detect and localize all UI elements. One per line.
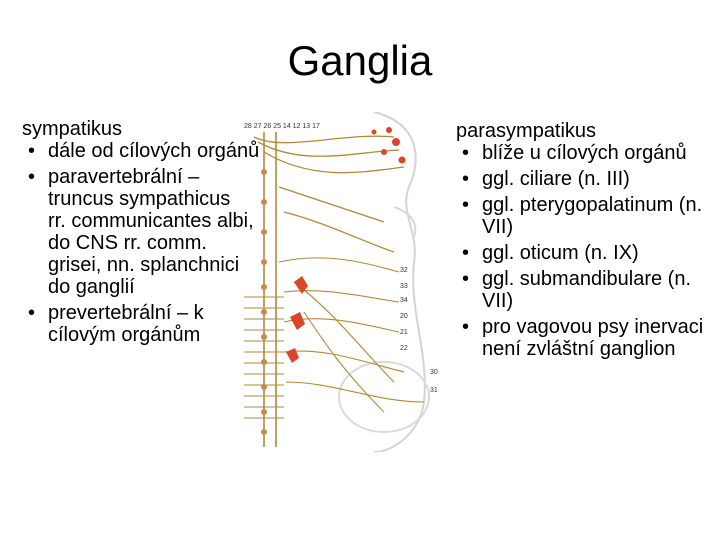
bullet-icon: • [462, 142, 470, 164]
list-item-text: ggl. submandibulare (n. VII) [482, 268, 692, 312]
prevertebral-ganglia [286, 276, 308, 363]
parasympathetic-heading: parasympatikus [456, 120, 597, 142]
svg-text:34: 34 [400, 297, 408, 304]
bullet-icon: • [28, 166, 36, 188]
list-item: • ggl. pterygopalatinum (n. VII) [456, 194, 718, 238]
cranial-nerve-fibers [253, 135, 405, 253]
parasympathetic-ganglia [371, 127, 406, 164]
bullet-icon: • [28, 302, 36, 324]
bullet-icon: • [462, 168, 470, 190]
list-item-text: dále od cílových orgánů [48, 140, 260, 162]
sympathetic-heading: sympatikus [22, 118, 123, 140]
autonomic-nervous-system-illustration: 28 27 26 25 14 12 13 17 9 2 10 15 16 18 … [244, 112, 438, 452]
svg-text:31: 31 [430, 387, 438, 394]
figure-right-numbers: 32 33 34 20 21 22 30 31 [400, 267, 438, 394]
bullet-icon: • [462, 242, 470, 264]
sympathetic-column: sympatikus • dále od cílových orgánů • p… [22, 118, 262, 350]
list-item: • blíže u cílových orgánů [456, 142, 718, 164]
list-item-subtext: rr. communicantes albi, do CNS rr. comm.… [48, 210, 254, 298]
list-item-text: ggl. pterygopalatinum (n. VII) [482, 194, 703, 238]
list-item-text: ggl. ciliare (n. III) [482, 168, 630, 190]
list-item-text: paravertebrální – truncus sympathicus [48, 166, 231, 210]
list-item: • ggl. oticum (n. IX) [456, 242, 718, 264]
svg-text:30: 30 [430, 369, 438, 376]
parasympathetic-column: parasympatikus • blíže u cílových orgánů… [456, 120, 718, 364]
svg-text:20: 20 [400, 313, 408, 320]
list-item: • ggl. ciliare (n. III) [456, 168, 718, 190]
list-item-text: blíže u cílových orgánů [482, 142, 687, 164]
list-item: • paravertebrální – truncus sympathicus … [22, 166, 262, 298]
list-item-text: pro vagovou psy inervaci není zvláštní g… [482, 316, 704, 360]
list-item: • pro vagovou psy inervaci není zvláštní… [456, 316, 718, 360]
svg-text:32: 32 [400, 267, 408, 274]
svg-text:33: 33 [400, 283, 408, 290]
list-item: • dále od cílových orgánů [22, 140, 262, 162]
segmental-rami [244, 296, 284, 419]
list-item-text: prevertebrální – k cílovým orgánům [48, 302, 204, 346]
bullet-icon: • [462, 268, 470, 290]
slide-title: Ganglia [287, 37, 433, 84]
bullet-icon: • [28, 140, 36, 162]
sympathetic-trunk [263, 132, 277, 447]
paravertebral-ganglia [261, 169, 267, 435]
bullet-icon: • [462, 194, 470, 216]
svg-text:22: 22 [400, 345, 408, 352]
figure-top-numbers: 28 27 26 25 14 12 13 17 [244, 123, 320, 130]
svg-text:21: 21 [400, 329, 408, 336]
list-item: • ggl. submandibulare (n. VII) [456, 268, 718, 312]
list-item: • prevertebrální – k cílovým orgánům [22, 302, 262, 346]
list-item-text: ggl. oticum (n. IX) [482, 242, 639, 264]
bullet-icon: • [462, 316, 470, 338]
